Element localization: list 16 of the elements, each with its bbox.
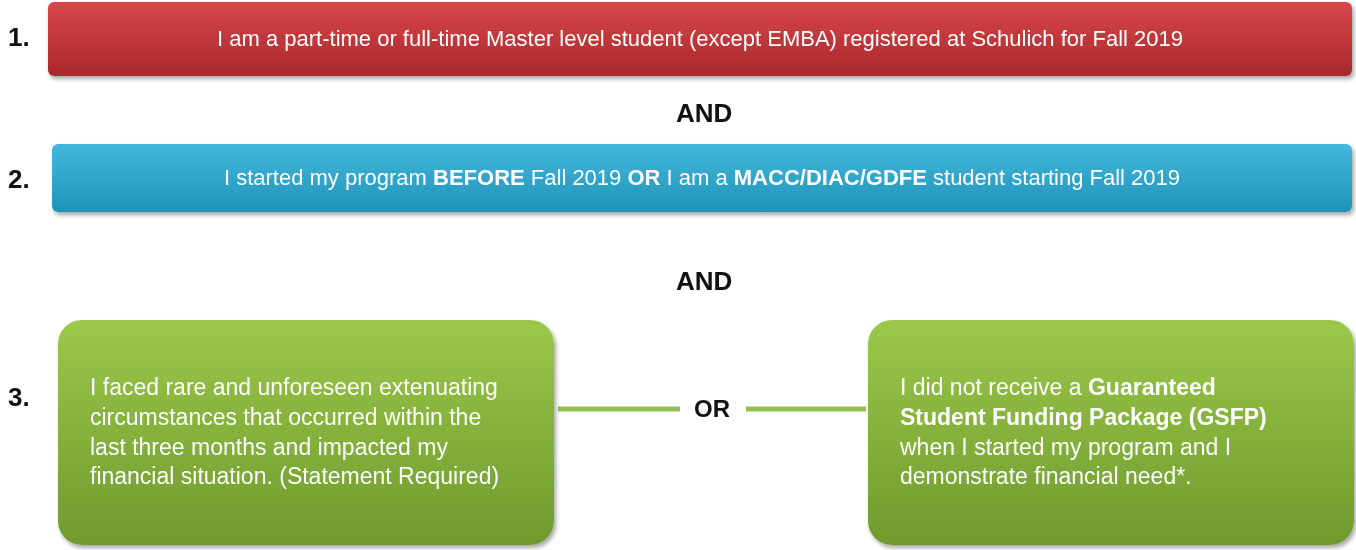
step-number: 1.: [8, 22, 30, 53]
connector-line: [746, 406, 866, 412]
step-number: 2.: [8, 164, 30, 195]
connector-label: OR: [682, 392, 742, 426]
criterion-box: [868, 320, 1354, 545]
connector-line: [558, 406, 680, 412]
criterion-box: [52, 144, 1352, 212]
criterion-box: [48, 2, 1352, 76]
criterion-text: I am a part-time or full-time Master level student (except EMBA) registered at Schulich for Fall 2019: [217, 24, 1183, 53]
criterion-box: [58, 320, 554, 545]
conjunction-label: AND: [676, 98, 733, 129]
criterion-text: I faced rare and unforeseen extenuating circumstances that occurred within the last three months and impacted my financial situation. (Statement Required): [90, 372, 501, 492]
conjunction-label: AND: [676, 266, 733, 297]
criterion-text: I started my program BEFORE Fall 2019 OR I am a MACC/DIAC/GDFE student starting Fall 2019: [223, 163, 1181, 192]
criterion-text: I did not receive a Guaranteed Student Funding Package (GSFP) when I started my program and I demonstrate financial need*.: [900, 372, 1268, 492]
step-number: 3.: [8, 382, 30, 413]
